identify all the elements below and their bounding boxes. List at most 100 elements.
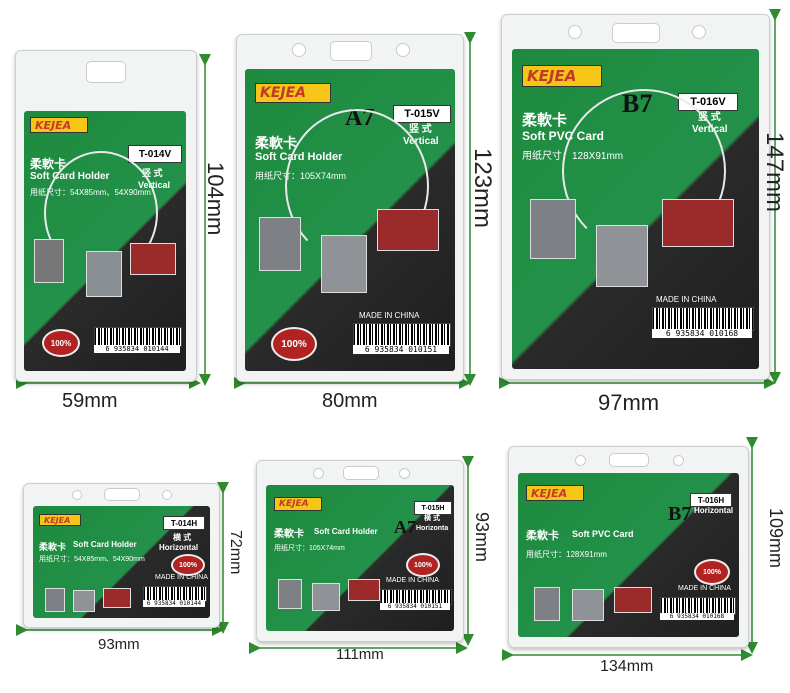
card-holder-t015v: KEJEA A7 T-015V 竖 式 Vertical 柔軟卡 Soft Ca…	[236, 34, 464, 382]
model-label: T-014H	[163, 516, 205, 530]
height-label: 147mm	[761, 132, 788, 213]
sample-badge	[377, 209, 439, 251]
barcode	[94, 327, 182, 347]
lanyard	[285, 109, 429, 263]
sample-badge	[86, 251, 122, 297]
card-holder-t016v: KEJEA B7 T-016V 竖 式 Vertical 柔軟卡 Soft PV…	[501, 14, 770, 380]
barcode-number: 6 935834 010151	[353, 345, 449, 354]
strap-slot	[612, 23, 660, 43]
height-label: 93mm	[472, 512, 492, 563]
product-card: KEJEA T-014H 柔軟卡 Soft Card Holder 横 式 Ho…	[33, 506, 210, 618]
sample-badge	[130, 243, 176, 275]
sample-badge	[572, 589, 604, 621]
card-holder-t014h: KEJEA T-014H 柔軟卡 Soft Card Holder 横 式 Ho…	[23, 483, 220, 628]
strap-hole	[292, 43, 306, 57]
quality-seal: 100%	[42, 329, 80, 357]
brand-logo: KEJEA	[274, 497, 322, 511]
sample-badge	[34, 239, 64, 283]
orientation-en: Horizontal	[159, 543, 199, 552]
barcode	[380, 589, 452, 605]
sample-badge	[259, 217, 301, 271]
width-label: 134mm	[600, 658, 654, 675]
sample-badge	[321, 235, 367, 293]
strap-hole	[313, 468, 324, 479]
paper-size: 用纸尺寸：54X85mm、54X90mm	[39, 556, 145, 563]
card-holder-t015h: KEJEA T-015H 柔軟卡 Soft Card Holder A7 横 式…	[256, 460, 464, 642]
barcode	[660, 597, 736, 615]
en-title: Soft PVC Card	[572, 529, 634, 539]
orientation-cn: 竖 式	[698, 112, 721, 123]
card-holder-t016h: KEJEA T-016H B7 Horizontal 柔軟卡 Soft PVC …	[508, 446, 749, 648]
brand-logo: KEJEA	[526, 485, 584, 501]
barcode	[353, 323, 451, 347]
strap-hole	[399, 468, 410, 479]
strap-hole	[162, 490, 172, 500]
lanyard	[44, 151, 158, 275]
made-in: MADE IN CHINA	[155, 574, 208, 581]
orientation-en: Horizontal	[694, 506, 734, 515]
model-label: T-015V	[393, 105, 451, 123]
cn-title: 柔軟卡	[30, 157, 67, 171]
product-card: KEJEA T-016H B7 Horizontal 柔軟卡 Soft PVC …	[518, 473, 739, 637]
barcode-number: 6 935834 010151	[380, 603, 450, 610]
height-label: 123mm	[469, 148, 496, 229]
strap-slot	[330, 41, 372, 61]
paper-size: 用纸尺寸：105X74mm	[274, 545, 345, 552]
product-card: KEJEA B7 T-016V 竖 式 Vertical 柔軟卡 Soft PV…	[512, 49, 759, 369]
made-in: MADE IN CHINA	[678, 585, 731, 592]
width-label: 93mm	[98, 636, 140, 653]
sample-badge	[662, 199, 734, 247]
model-label: T-015H	[414, 501, 452, 515]
product-card: KEJEA T-014V 柔軟卡 Soft Card Holder 竖 式 Ve…	[24, 111, 186, 371]
quality-seal: 100%	[271, 327, 317, 361]
orientation-en: Vertical	[138, 180, 171, 190]
quality-seal: 100%	[694, 559, 730, 585]
barcode-number: 6 935834 010168	[652, 329, 752, 338]
sample-badge	[278, 579, 302, 609]
model-label: T-016H	[690, 493, 732, 507]
quality-seal: 100%	[171, 554, 205, 576]
barcode-number: 6 935834 010144	[143, 600, 205, 607]
cn-title: 柔軟卡	[522, 112, 568, 129]
strap-slot	[104, 488, 140, 501]
sample-badge	[534, 587, 560, 621]
orientation-cn: 横 式	[424, 515, 440, 522]
sample-badge	[103, 588, 131, 608]
quality-seal: 100%	[406, 553, 440, 577]
barcode-number: 6 935834 010168	[660, 613, 734, 620]
strap-hole	[673, 455, 684, 466]
strap-slot	[343, 466, 379, 480]
product-card: KEJEA T-015H 柔軟卡 Soft Card Holder A7 横 式…	[266, 485, 454, 631]
strap-slot	[86, 61, 126, 83]
cn-title: 柔軟卡	[274, 529, 304, 540]
height-label: 109mm	[766, 508, 786, 569]
product-card: KEJEA A7 T-015V 竖 式 Vertical 柔軟卡 Soft Ca…	[245, 69, 455, 371]
width-label: 97mm	[598, 390, 660, 415]
width-label: 59mm	[62, 390, 118, 412]
sample-badge	[312, 583, 340, 611]
size-label: A7	[394, 517, 416, 537]
strap-hole	[396, 43, 410, 57]
orientation-en: Horizonta	[416, 525, 449, 532]
cn-title: 柔軟卡	[39, 542, 67, 552]
en-title: Soft Card Holder	[314, 527, 378, 536]
en-title: Soft Card Holder	[73, 540, 137, 549]
height-label: 104mm	[203, 162, 228, 236]
sample-badge	[73, 590, 95, 612]
strap-hole	[575, 455, 586, 466]
orientation-cn: 竖 式	[142, 168, 163, 178]
cn-title: 柔軟卡	[526, 530, 559, 542]
made-in: MADE IN CHINA	[386, 577, 439, 584]
sample-badge	[530, 199, 576, 259]
card-holder-t014v: KEJEA T-014V 柔軟卡 Soft Card Holder 竖 式 Ve…	[15, 50, 197, 382]
lanyard	[562, 89, 726, 253]
model-label: T-014V	[128, 145, 182, 163]
barcode	[652, 307, 754, 331]
brand-logo: KEJEA	[522, 65, 602, 87]
strap-hole	[692, 25, 706, 39]
width-label: 80mm	[322, 390, 378, 412]
width-label: 111mm	[336, 646, 384, 663]
strap-hole	[72, 490, 82, 500]
cn-title: 柔軟卡	[255, 135, 297, 151]
